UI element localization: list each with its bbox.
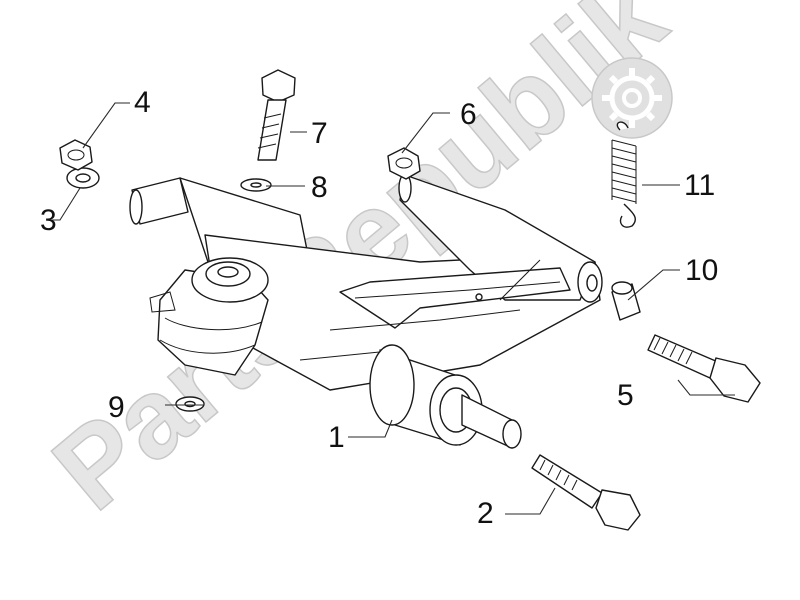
- callout-9: 9: [108, 391, 125, 424]
- callout-labels: 1 2 3 4 5 6 7 8 9 10 11: [40, 86, 718, 530]
- callout-2: 2: [477, 497, 494, 530]
- callout-10: 10: [685, 254, 718, 287]
- nut-right: [387, 147, 421, 180]
- washer-small-lower: [175, 396, 205, 412]
- callout-1: 1: [328, 421, 345, 454]
- nut-left: [59, 139, 93, 171]
- bolt-right: [647, 334, 761, 403]
- swing-arm: [129, 173, 603, 449]
- washer-left: [66, 167, 100, 189]
- callout-4: 4: [134, 86, 151, 119]
- callout-11: 11: [684, 169, 715, 202]
- callout-8: 8: [311, 171, 328, 204]
- callout-3: 3: [40, 204, 57, 237]
- callout-7: 7: [311, 117, 328, 150]
- callout-5: 5: [617, 379, 634, 412]
- tension-spring: [611, 121, 637, 228]
- washer-small-upper: [240, 178, 272, 192]
- leader-lines: [48, 102, 735, 515]
- spacer-bush: [611, 281, 641, 321]
- bolt-lower: [531, 454, 641, 531]
- gear-logo-icon: [591, 57, 673, 139]
- callout-6: 6: [460, 98, 477, 131]
- bolt-vertical: [257, 69, 296, 161]
